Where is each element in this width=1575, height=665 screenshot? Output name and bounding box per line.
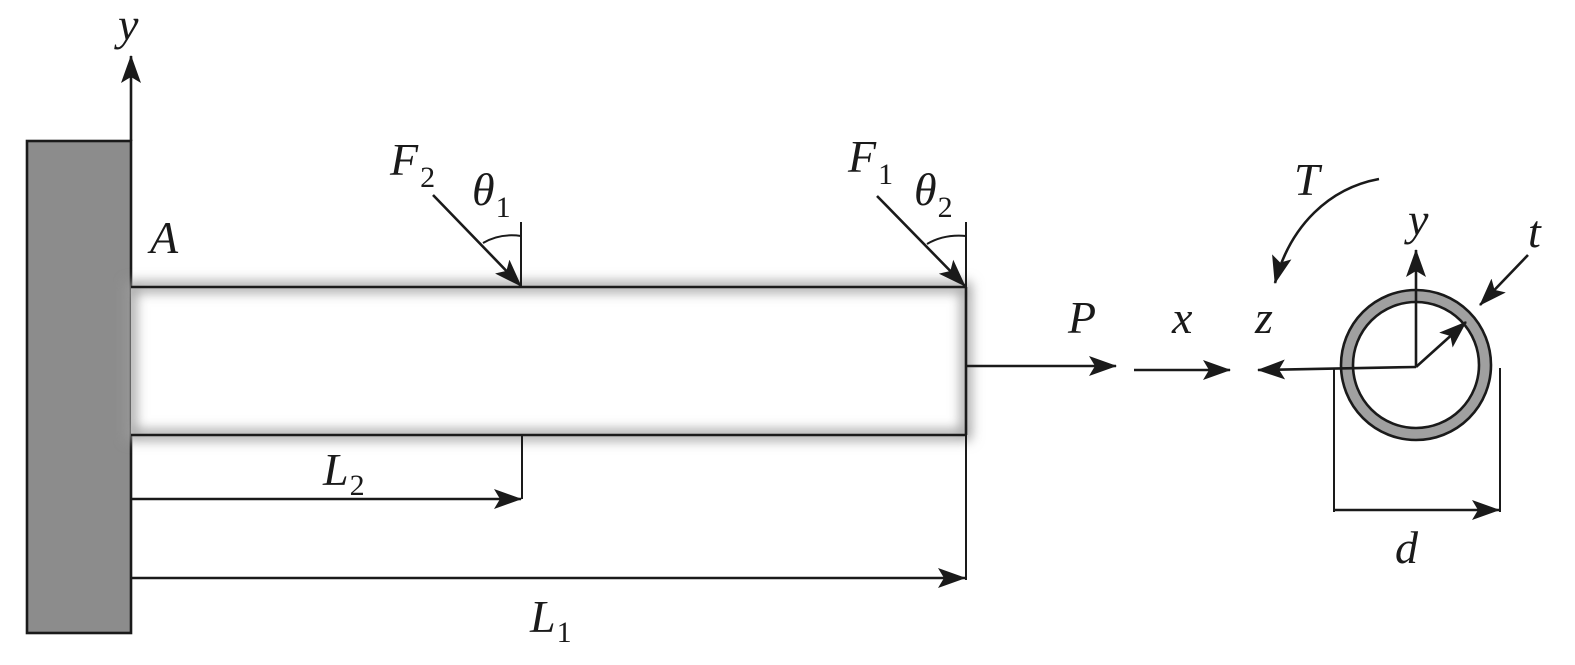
thickness-arrow bbox=[1479, 254, 1529, 306]
force-1-arrow bbox=[876, 195, 966, 287]
section-z-axis-label: z bbox=[1254, 292, 1273, 343]
axial-load-label: P bbox=[1067, 292, 1096, 343]
section-y-axis-label: y bbox=[1404, 194, 1429, 245]
torque-arrow bbox=[1272, 177, 1380, 284]
length-2-label: L2 bbox=[322, 444, 365, 502]
angle-2-label: θ2 bbox=[914, 164, 953, 224]
beam bbox=[126, 282, 971, 440]
angle-1-arc bbox=[482, 234, 522, 244]
force-2-arrow bbox=[432, 194, 522, 287]
y-axis-main-label: y bbox=[114, 0, 139, 50]
diameter-label: d bbox=[1395, 522, 1419, 573]
point-a-label: A bbox=[147, 212, 179, 263]
radius-arrow bbox=[1415, 321, 1467, 368]
length-1-label: L1 bbox=[529, 591, 572, 649]
force-1-label: F1 bbox=[847, 131, 893, 191]
section-z-axis bbox=[1257, 359, 1417, 380]
force-2-label: F2 bbox=[389, 134, 435, 194]
fixed-wall bbox=[25, 139, 133, 635]
angle-2-arc bbox=[926, 234, 967, 245]
angle-1-label: θ1 bbox=[472, 164, 511, 224]
wall-thickness-label: t bbox=[1528, 206, 1542, 257]
x-axis-label: x bbox=[1171, 292, 1193, 343]
torque-label: T bbox=[1294, 154, 1323, 205]
